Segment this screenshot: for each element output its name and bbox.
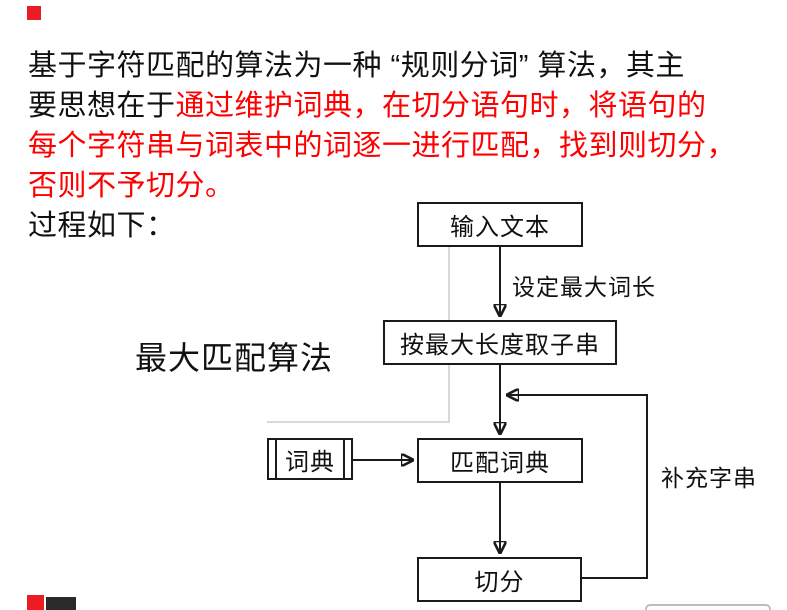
diagram-heading: 最大匹配算法 bbox=[135, 340, 334, 376]
bottom-partial-grey-box bbox=[645, 604, 771, 610]
bottom-left-red-marker bbox=[27, 595, 44, 610]
intro-line-1: 基于字符匹配的算法为一种 “规则分词” 算法，其主 bbox=[28, 46, 776, 86]
intro-line-4: 否则不予切分。 bbox=[28, 170, 235, 202]
node-match-dictionary: 匹配词典 bbox=[417, 438, 583, 483]
feedback-loop-arrow bbox=[508, 395, 648, 579]
node-input-text: 输入文本 bbox=[417, 202, 583, 247]
intro-line-2-red-text: 通过维护词典，在切分语句时，将语句的 bbox=[175, 90, 707, 122]
intro-line-1-text: 基于字符匹配的算法为一种 “规则分词” 算法，其主 bbox=[28, 50, 685, 82]
edge-label-supplement-string: 补充字串 bbox=[661, 465, 757, 491]
node-segment: 切分 bbox=[417, 557, 582, 602]
intro-line-2: 要思想在于通过维护词典，在切分语句时，将语句的 bbox=[28, 86, 776, 126]
bottom-left-black-marker bbox=[46, 597, 76, 610]
intro-line-3: 每个字符串与词表中的词逐一进行匹配，找到则切分， bbox=[28, 130, 737, 162]
node-dictionary-label: 词典 bbox=[285, 448, 335, 476]
node-dictionary: 词典 bbox=[267, 438, 353, 480]
node-take-substring: 按最大长度取子串 bbox=[383, 320, 617, 365]
intro-paragraph: 基于字符匹配的算法为一种 “规则分词” 算法，其主 要思想在于通过维护词典，在切… bbox=[28, 46, 776, 246]
intro-line-2-black-text: 要思想在于 bbox=[28, 90, 176, 122]
edge-label-set-max-length: 设定最大词长 bbox=[512, 274, 656, 300]
intro-line-5: 过程如下： bbox=[28, 210, 176, 242]
top-left-red-marker bbox=[27, 6, 41, 20]
